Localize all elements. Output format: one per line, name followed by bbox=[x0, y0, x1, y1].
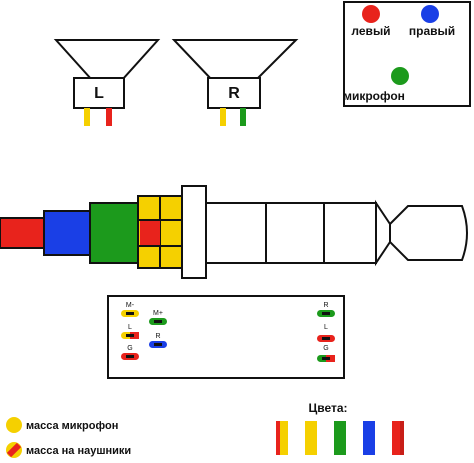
color-swatch bbox=[305, 421, 317, 455]
plug-ring2-contact bbox=[265, 202, 325, 264]
headphone-ground-label: масса на наушники bbox=[26, 445, 131, 457]
color-swatch-edge bbox=[276, 421, 280, 455]
right-speaker-ground-wire bbox=[220, 108, 226, 126]
mic-ground-dot bbox=[6, 417, 22, 433]
plug-tip-neck bbox=[375, 199, 391, 267]
wiring-panel: M- L G M+ R R L G bbox=[107, 295, 345, 379]
pad-mic-plus-solder bbox=[154, 320, 162, 323]
right-speaker-signal-wire bbox=[240, 108, 246, 126]
pad-label-left: L bbox=[128, 324, 132, 331]
right-channel-label: правый bbox=[409, 24, 455, 38]
color-swatches bbox=[276, 421, 404, 455]
pad-label-right-l: L bbox=[324, 324, 328, 331]
pad-left-red-half bbox=[130, 332, 139, 339]
channel-legend-box: левый правый микрофон bbox=[343, 1, 471, 107]
mic-ground-label: масса микрофон bbox=[26, 420, 118, 432]
plug-ring1-contact bbox=[323, 202, 377, 264]
color-swatch-edge bbox=[400, 421, 404, 455]
pad-label-mic-plus: M+ bbox=[153, 310, 163, 317]
pad-label-ground-left: G bbox=[127, 345, 132, 352]
blue-sleeve-segment bbox=[43, 210, 93, 256]
pad-label-right-g: G bbox=[323, 345, 328, 352]
right-speaker-cone bbox=[171, 39, 299, 81]
left-speaker-cone bbox=[53, 39, 161, 81]
cable-red-sheath bbox=[0, 217, 47, 249]
right-speaker-letter: R bbox=[228, 85, 240, 102]
color-swatch bbox=[334, 421, 346, 455]
plug-tip bbox=[389, 205, 468, 261]
pad-label-right-r: R bbox=[323, 302, 328, 309]
pad-left-solder bbox=[126, 334, 134, 337]
pad-ground-left-solder bbox=[126, 355, 134, 358]
wiring-panel-frame bbox=[107, 295, 345, 379]
headphone-ground-dot-stripe bbox=[6, 442, 22, 458]
left-speaker: L bbox=[53, 39, 161, 126]
color-swatch bbox=[363, 421, 375, 455]
left-speaker-letter: L bbox=[94, 85, 104, 102]
plug-sleeve-contact bbox=[205, 202, 267, 264]
pad-label-right-mid: R bbox=[155, 333, 160, 340]
left-speaker-body bbox=[73, 77, 125, 109]
pad-right-g-red-half bbox=[326, 355, 335, 362]
pad-label-mic-minus: M- bbox=[126, 302, 135, 309]
mic-channel-label: микрофон bbox=[343, 89, 405, 103]
red-marker-in-yellow bbox=[140, 221, 160, 245]
colors-legend-title: Цвета: bbox=[308, 401, 347, 415]
right-speaker: R bbox=[171, 39, 299, 126]
plug-collar bbox=[181, 185, 207, 279]
ground-legend: масса микрофон масса на наушники bbox=[6, 417, 131, 458]
colors-legend: Цвета: bbox=[276, 401, 404, 455]
pad-right-g-solder bbox=[322, 357, 330, 360]
right-channel-dot bbox=[421, 5, 439, 23]
right-speaker-body bbox=[207, 77, 261, 109]
left-speaker-ground-wire bbox=[84, 108, 90, 126]
jack-plug bbox=[0, 185, 468, 279]
mic-channel-dot bbox=[391, 67, 409, 85]
left-channel-dot bbox=[362, 5, 380, 23]
left-speaker-signal-wire bbox=[106, 108, 112, 126]
pad-right-mid-solder bbox=[154, 343, 162, 346]
pad-right-l-solder bbox=[322, 337, 330, 340]
pad-mic-minus-solder bbox=[126, 312, 134, 315]
left-channel-label: левый bbox=[351, 24, 390, 38]
pad-right-r-solder bbox=[322, 312, 330, 315]
green-sleeve-segment bbox=[89, 202, 139, 264]
